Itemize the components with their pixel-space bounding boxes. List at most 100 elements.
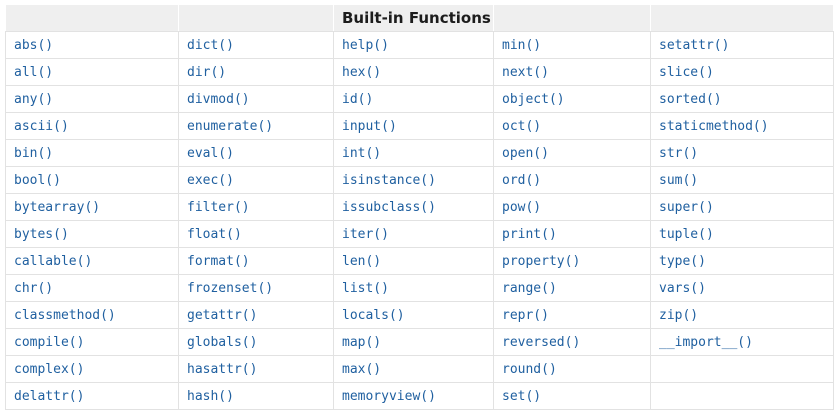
table-row: any() divmod() id() object() sorted() — [5, 85, 834, 113]
table-cell: sorted() — [650, 85, 834, 113]
function-link-any[interactable]: any() — [14, 92, 54, 107]
function-link-sum[interactable]: sum() — [659, 173, 699, 188]
table-row: classmethod() getattr() locals() repr() zip(… — [5, 301, 834, 329]
function-link-all[interactable]: all() — [14, 65, 54, 80]
function-link-super[interactable]: super() — [659, 200, 714, 215]
function-link-input[interactable]: input() — [342, 119, 397, 134]
table-header-cell — [178, 4, 334, 32]
table-body: abs() dict() help() min() setattr() all() dir(… — [5, 31, 834, 410]
function-link-print[interactable]: print() — [502, 227, 557, 242]
function-link-abs[interactable]: abs() — [14, 38, 54, 53]
function-link-bin[interactable]: bin() — [14, 146, 54, 161]
function-link-format[interactable]: format() — [187, 254, 250, 269]
function-link-exec[interactable]: exec() — [187, 173, 234, 188]
table-header-cell — [493, 4, 651, 32]
table-cell: open() — [493, 139, 651, 167]
function-link-memoryview[interactable]: memoryview() — [342, 389, 436, 404]
table-cell: iter() — [333, 220, 494, 248]
function-link-type[interactable]: type() — [659, 254, 706, 269]
table-cell: callable() — [5, 247, 179, 275]
function-link-staticmethod[interactable]: staticmethod() — [659, 119, 769, 134]
function-link-int[interactable]: int() — [342, 146, 382, 161]
function-link-frozenset[interactable]: frozenset() — [187, 281, 274, 296]
table-cell: eval() — [178, 139, 334, 167]
function-link-zip[interactable]: zip() — [659, 308, 699, 323]
function-link-divmod[interactable]: divmod() — [187, 92, 250, 107]
table-cell: isinstance() — [333, 166, 494, 194]
function-link-chr[interactable]: chr() — [14, 281, 54, 296]
table-cell: divmod() — [178, 85, 334, 113]
function-link-issubclass[interactable]: issubclass() — [342, 200, 436, 215]
function-link-importimportimport[interactable]: __import__() — [659, 335, 753, 350]
function-link-object[interactable]: object() — [502, 92, 565, 107]
function-link-repr[interactable]: repr() — [502, 308, 549, 323]
function-link-hash[interactable]: hash() — [187, 389, 234, 404]
function-link-globals[interactable]: globals() — [187, 335, 258, 350]
function-link-map[interactable]: map() — [342, 335, 382, 350]
function-link-isinstance[interactable]: isinstance() — [342, 173, 436, 188]
table-cell: ascii() — [5, 112, 179, 140]
function-link-locals[interactable]: locals() — [342, 308, 405, 323]
function-link-compile[interactable]: compile() — [14, 335, 85, 350]
function-link-slice[interactable]: slice() — [659, 65, 714, 80]
function-link-ord[interactable]: ord() — [502, 173, 542, 188]
function-link-filter[interactable]: filter() — [187, 200, 250, 215]
table-cell: bytes() — [5, 220, 179, 248]
table-cell: input() — [333, 112, 494, 140]
function-link-open[interactable]: open() — [502, 146, 549, 161]
table-cell: set() — [493, 382, 651, 410]
function-link-help[interactable]: help() — [342, 38, 389, 53]
function-link-hex[interactable]: hex() — [342, 65, 382, 80]
table-cell: id() — [333, 85, 494, 113]
table-cell: map() — [333, 328, 494, 356]
function-link-delattr[interactable]: delattr() — [14, 389, 85, 404]
function-link-hasattr[interactable]: hasattr() — [187, 362, 258, 377]
function-link-enumerate[interactable]: enumerate() — [187, 119, 274, 134]
table-cell: list() — [333, 274, 494, 302]
table-row: bytes() float() iter() print() tuple() — [5, 220, 834, 248]
function-link-getattr[interactable]: getattr() — [187, 308, 258, 323]
function-link-round[interactable]: round() — [502, 362, 557, 377]
function-link-len[interactable]: len() — [342, 254, 382, 269]
function-link-bool[interactable]: bool() — [14, 173, 61, 188]
table-cell: int() — [333, 139, 494, 167]
table-cell: hex() — [333, 58, 494, 86]
function-link-ascii[interactable]: ascii() — [14, 119, 69, 134]
function-link-float[interactable]: float() — [187, 227, 242, 242]
table-cell: super() — [650, 193, 834, 221]
table-cell: type() — [650, 247, 834, 275]
function-link-oct[interactable]: oct() — [502, 119, 542, 134]
function-link-classmethod[interactable]: classmethod() — [14, 308, 116, 323]
function-link-max[interactable]: max() — [342, 362, 382, 377]
table-cell: all() — [5, 58, 179, 86]
function-link-range[interactable]: range() — [502, 281, 557, 296]
function-link-vars[interactable]: vars() — [659, 281, 706, 296]
function-link-dir[interactable]: dir() — [187, 65, 227, 80]
function-link-tuple[interactable]: tuple() — [659, 227, 714, 242]
function-link-bytearray[interactable]: bytearray() — [14, 200, 101, 215]
function-link-bytes[interactable]: bytes() — [14, 227, 69, 242]
function-link-reversed[interactable]: reversed() — [502, 335, 581, 350]
function-link-next[interactable]: next() — [502, 65, 549, 80]
function-link-id[interactable]: id() — [342, 92, 374, 107]
function-link-callable[interactable]: callable() — [14, 254, 93, 269]
function-link-min[interactable]: min() — [502, 38, 542, 53]
function-link-property[interactable]: property() — [502, 254, 581, 269]
function-link-complex[interactable]: complex() — [14, 362, 85, 377]
function-link-setattr[interactable]: setattr() — [659, 38, 730, 53]
table-row: compile() globals() map() reversed() __impor… — [5, 328, 834, 356]
function-link-dict[interactable]: dict() — [187, 38, 234, 53]
table-cell: pow() — [493, 193, 651, 221]
function-link-eval[interactable]: eval() — [187, 146, 234, 161]
function-link-pow[interactable]: pow() — [502, 200, 542, 215]
function-link-set[interactable]: set() — [502, 389, 542, 404]
function-link-str[interactable]: str() — [659, 146, 699, 161]
table-cell: reversed() — [493, 328, 651, 356]
function-link-iter[interactable]: iter() — [342, 227, 389, 242]
function-link-sorted[interactable]: sorted() — [659, 92, 722, 107]
function-link-list[interactable]: list() — [342, 281, 389, 296]
table-cell: exec() — [178, 166, 334, 194]
table-cell: bool() — [5, 166, 179, 194]
table-cell: dict() — [178, 31, 334, 59]
